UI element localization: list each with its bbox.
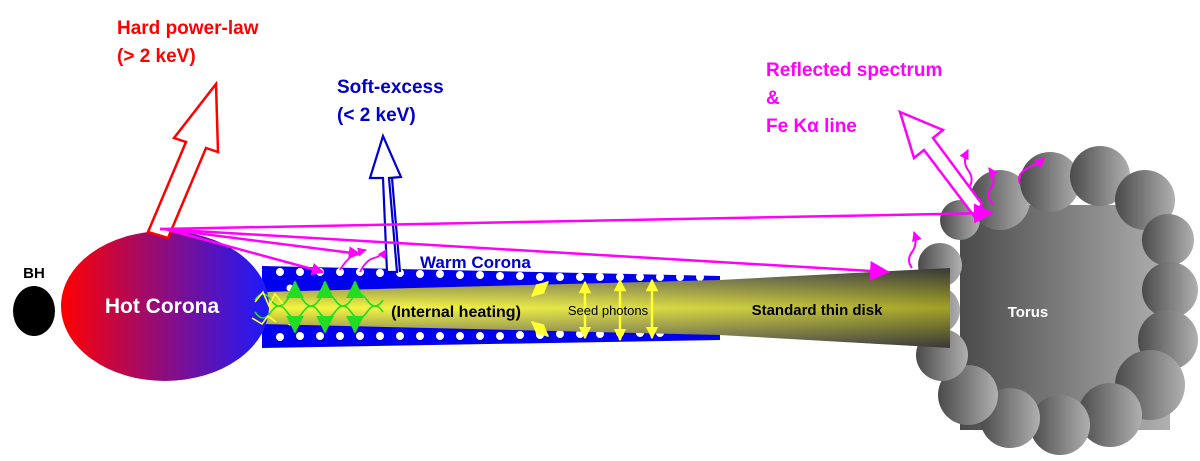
torus-label: Torus (1008, 304, 1049, 321)
reflected-arrow (898, 109, 984, 219)
reflected-label-line1: Reflected spectrum (766, 60, 942, 81)
hard-powerlaw-label-line1: Hard power-law (117, 18, 259, 39)
standard-disk-label: Standard thin disk (752, 302, 884, 319)
hot-corona-label: Hot Corona (105, 295, 220, 318)
torus-wavy-photons (908, 149, 1045, 269)
torus-cloud (912, 146, 1198, 455)
hot-corona (61, 231, 269, 381)
internal-heating-label: (Internal heating) (391, 304, 521, 321)
warm-corona-label: Warm Corona (420, 253, 531, 272)
standard-thin-disk (262, 268, 950, 348)
soft-excess-label-line1: Soft-excess (337, 77, 444, 98)
seed-photons-label: Seed photons (568, 303, 649, 318)
reflection-rays (159, 203, 994, 281)
bh-label: BH (23, 265, 45, 282)
seed-photon-arrows (531, 278, 659, 342)
reflected-label-line3: Fe Kα line (766, 116, 857, 137)
hard-powerlaw-label-line2: (> 2 keV) (117, 46, 196, 67)
hard-powerlaw-arrow (146, 80, 220, 240)
soft-excess-label-line2: (< 2 keV) (337, 105, 416, 126)
corona-interaction (251, 280, 384, 334)
black-hole (13, 286, 55, 336)
reflected-label-line2: & (766, 88, 780, 109)
